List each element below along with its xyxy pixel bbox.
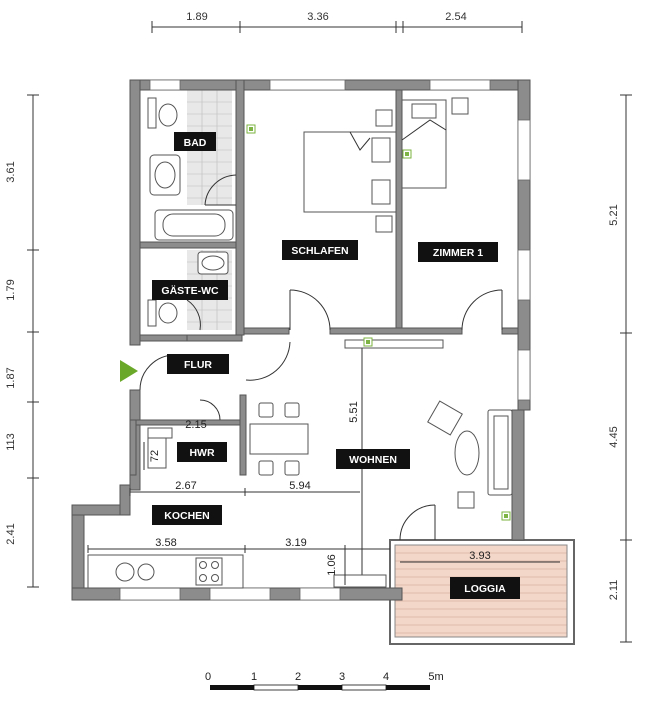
bedroom-furniture: [303, 97, 469, 233]
dim-3-58: 3.58: [155, 537, 176, 549]
svg-text:HWR: HWR: [189, 447, 214, 459]
dim-5-94: 5.94: [289, 480, 310, 492]
scale-label-2: 2: [295, 671, 301, 683]
left-dim-2: 1.79: [5, 279, 17, 300]
scale-label-3: 3: [339, 671, 345, 683]
scale-label-1: 1: [251, 671, 257, 683]
bathroom-fixtures: [147, 97, 234, 327]
room-label-wohnen: WOHNEN: [336, 449, 410, 469]
right-dim-1: 5.21: [608, 204, 620, 225]
toilet-icon: [158, 103, 178, 127]
entry-arrow-icon: [120, 360, 138, 382]
svg-text:ZIMMER 1: ZIMMER 1: [433, 247, 483, 259]
scale-label-4: 4: [383, 671, 389, 683]
left-dim-3: 1.87: [5, 367, 17, 388]
top-dim-3: 2.54: [445, 11, 466, 23]
dim-3-93: 3.93: [469, 550, 490, 562]
guest-toilet-icon: [158, 302, 178, 324]
dining-table-icon: [249, 423, 309, 455]
top-dim-1: 1.89: [186, 11, 207, 23]
stove-icon: [195, 557, 223, 586]
right-dim-2: 4.45: [608, 426, 620, 447]
dim-1-06: 1.06: [326, 554, 338, 575]
room-label-flur: FLUR: [167, 354, 229, 374]
room-label-hwr: HWR: [177, 442, 227, 462]
room-label-kochen: KOCHEN: [152, 505, 222, 525]
dim-5-51: 5.51: [348, 401, 360, 422]
sensor-icons: [246, 124, 511, 521]
svg-text:BAD: BAD: [184, 137, 207, 149]
left-dim-4: 113: [5, 433, 17, 451]
room-label-schlafen: SCHLAFEN: [282, 240, 358, 260]
room-label-gaeste-wc: GÄSTE-WC: [152, 280, 228, 300]
svg-text:SCHLAFEN: SCHLAFEN: [291, 245, 348, 257]
right-dim-3: 2.11: [608, 580, 620, 601]
svg-text:KOCHEN: KOCHEN: [164, 510, 210, 522]
top-dimension-line: 1.89 3.36 2.54: [151, 11, 523, 33]
guest-sink-icon: [201, 255, 225, 271]
room-label-loggia: LOGGIA: [450, 577, 520, 599]
armchair-icon: [427, 400, 463, 436]
dim-72: 72: [149, 450, 161, 462]
room-label-zimmer1: ZIMMER 1: [418, 242, 498, 262]
room-label-bad: BAD: [174, 132, 216, 151]
svg-text:GÄSTE-WC: GÄSTE-WC: [161, 284, 219, 297]
top-dim-2: 3.36: [307, 11, 328, 23]
kitchen-sink-icon: [115, 562, 135, 582]
scale-label-5m: 5m: [428, 671, 443, 683]
hwr-fixtures: [147, 427, 173, 469]
coffee-table-icon: [454, 430, 480, 476]
walls: [71, 79, 531, 601]
living-furniture: [249, 339, 513, 585]
svg-text:FLUR: FLUR: [184, 359, 212, 371]
dim-3-19: 3.19: [285, 537, 306, 549]
scale-label-0: 0: [205, 671, 211, 683]
scale-bar: 0 1 2 3 4 5m: [205, 671, 444, 691]
dim-2-67: 2.67: [175, 480, 196, 492]
left-dim-1: 3.61: [5, 161, 17, 182]
inner-dimensions: 2.15 72 2.67 5.94 3.58 3.19 1.06 5.51 3.…: [87, 401, 560, 585]
svg-text:WOHNEN: WOHNEN: [349, 454, 397, 466]
left-dim-5: 2.41: [5, 523, 17, 544]
left-dimension-line: 3.61 1.79 1.87 113 2.41: [5, 94, 39, 588]
dim-2-15: 2.15: [185, 419, 206, 431]
right-dimension-line: 5.21 4.45 2.11: [608, 94, 632, 643]
svg-text:LOGGIA: LOGGIA: [464, 583, 506, 595]
kitchen-counter: [87, 554, 387, 589]
